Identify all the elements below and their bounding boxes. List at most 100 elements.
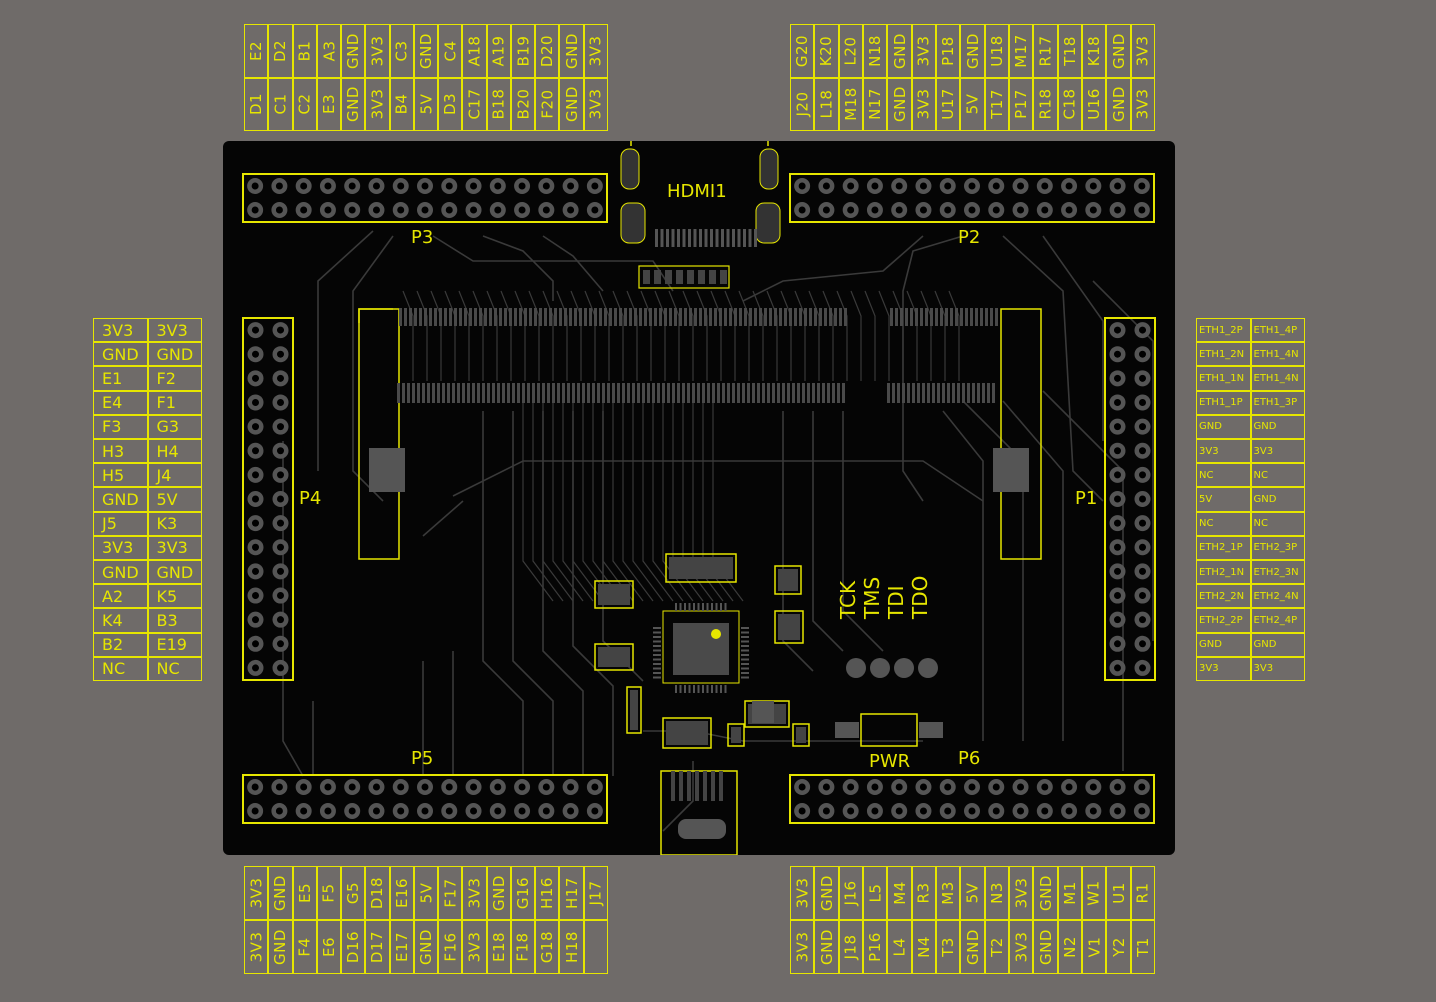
connector-pad — [982, 383, 985, 403]
p5-header-pin-hole — [300, 807, 308, 815]
trace — [458, 290, 470, 381]
bottom-right-cell: N4 — [911, 920, 936, 974]
bottom-right-pin-label: GND — [817, 929, 836, 965]
connector-pad — [669, 308, 672, 326]
connector-pad — [952, 383, 955, 403]
connector-pad — [915, 308, 918, 326]
p3-header-pin-hole — [324, 206, 332, 214]
connector-pad — [980, 308, 983, 326]
connector-pad — [712, 383, 715, 403]
trace — [632, 401, 664, 602]
top-right-pin-label: K18 — [1085, 35, 1104, 66]
top-left-pin-label: GND — [344, 32, 363, 69]
connector-pad — [619, 308, 622, 326]
top-left-pin-label: B20 — [514, 88, 533, 120]
resistor-pad — [676, 270, 683, 284]
top-left-cell: C17 — [462, 77, 487, 131]
bottom-left-pin-label: 3V3 — [465, 931, 484, 963]
connector-pad — [649, 308, 652, 326]
p3-header-pin-hole — [494, 206, 502, 214]
component-outline — [665, 553, 737, 583]
bottom-right-pin-label: W1 — [1085, 880, 1104, 906]
jtag-pad — [894, 658, 914, 678]
connector-pad — [657, 383, 660, 403]
top-left-cell: B4 — [389, 77, 414, 131]
p1-header-pin-hole — [1139, 640, 1146, 648]
p2-header-pin-hole — [1089, 182, 1097, 190]
connector-pad — [507, 383, 510, 403]
connector-pad — [967, 383, 970, 403]
connector-pad — [985, 308, 988, 326]
bottom-right-cell: GND — [960, 920, 985, 974]
left-pin-label: K5 — [147, 584, 202, 609]
p6-header-pin-hole — [871, 807, 879, 815]
connector-pad — [444, 308, 447, 326]
connector-pad — [599, 308, 602, 326]
p3-header-pin-hole — [275, 206, 283, 214]
mcu-pin — [693, 603, 695, 611]
bottom-right-cell: T2 — [984, 920, 1009, 974]
p2-header-pin-hole — [798, 182, 806, 190]
component-outline — [594, 580, 634, 609]
top-left-pin-label: GND — [562, 32, 581, 69]
connector-pad — [945, 308, 948, 326]
connector-pad — [812, 383, 815, 403]
p3-header-pin-hole — [324, 182, 332, 190]
top-right-cell: C18 — [1057, 77, 1082, 131]
top-right-pin-label: L18 — [817, 89, 836, 119]
p4-label: P4 — [299, 488, 322, 509]
bottom-right-pin-label: V1 — [1085, 936, 1104, 958]
p5-header-pin-hole — [567, 783, 575, 791]
left-pin-label: F2 — [147, 366, 202, 391]
trace — [622, 401, 654, 602]
connector-pad — [689, 308, 692, 326]
bottom-left-pin-label: GND — [271, 875, 290, 911]
top-left-pin-label: C2 — [295, 93, 314, 115]
bottom-left-cell: F4 — [292, 920, 317, 974]
connector-pad — [404, 308, 407, 326]
top-right-pin-label: N17 — [866, 88, 885, 121]
left-pin-label: GND — [93, 487, 148, 512]
trace — [738, 290, 750, 381]
trace — [582, 401, 614, 602]
bottom-left-pin-label: 3V3 — [465, 877, 484, 909]
connector-pad — [722, 383, 725, 403]
p6-header-pin-hole — [895, 783, 903, 791]
trace — [482, 411, 524, 776]
connector-pad — [477, 383, 480, 403]
bottom-left-cell: E6 — [316, 920, 342, 974]
p4-header-pin-hole — [252, 471, 259, 479]
connector-pad — [739, 308, 742, 326]
connector-pad — [962, 383, 965, 403]
connector-pad — [707, 383, 710, 403]
trace — [662, 401, 694, 602]
connector-pad — [647, 383, 650, 403]
connector-pad — [692, 383, 695, 403]
connector-pad — [817, 383, 820, 403]
mcu-pin — [653, 649, 661, 652]
left-pin-label: H4 — [147, 439, 202, 464]
mcu-pin — [653, 645, 661, 647]
left-pin-label: A2 — [93, 584, 148, 609]
bottom-right-cell: 3V3 — [1009, 920, 1034, 974]
connector-pad — [762, 383, 765, 403]
connector-pad — [417, 383, 420, 403]
p3-header-outline — [242, 173, 608, 223]
p6-header-pin-hole — [1041, 807, 1049, 815]
p2-header-pin-hole — [1017, 182, 1025, 190]
component-pad — [666, 721, 708, 745]
connector-pad — [734, 308, 737, 326]
p4-header-pin-hole — [252, 616, 259, 624]
right-pin-label: ETH2_4N — [1250, 584, 1305, 609]
connector-pad — [724, 308, 727, 326]
p1-header-pin-hole — [1139, 398, 1146, 406]
trace — [552, 401, 584, 602]
bottom-right-pin-label: 5V — [963, 882, 982, 904]
p4-header-pin-hole — [252, 640, 259, 648]
top-right-pin-label: U18 — [987, 34, 1006, 67]
connector-pad — [447, 383, 450, 403]
p4-header-pin-hole — [252, 350, 259, 358]
bottom-right-pin-label: Y2 — [1109, 937, 1128, 957]
connector-pad — [597, 383, 600, 403]
left-pin-label: B2 — [93, 632, 148, 657]
